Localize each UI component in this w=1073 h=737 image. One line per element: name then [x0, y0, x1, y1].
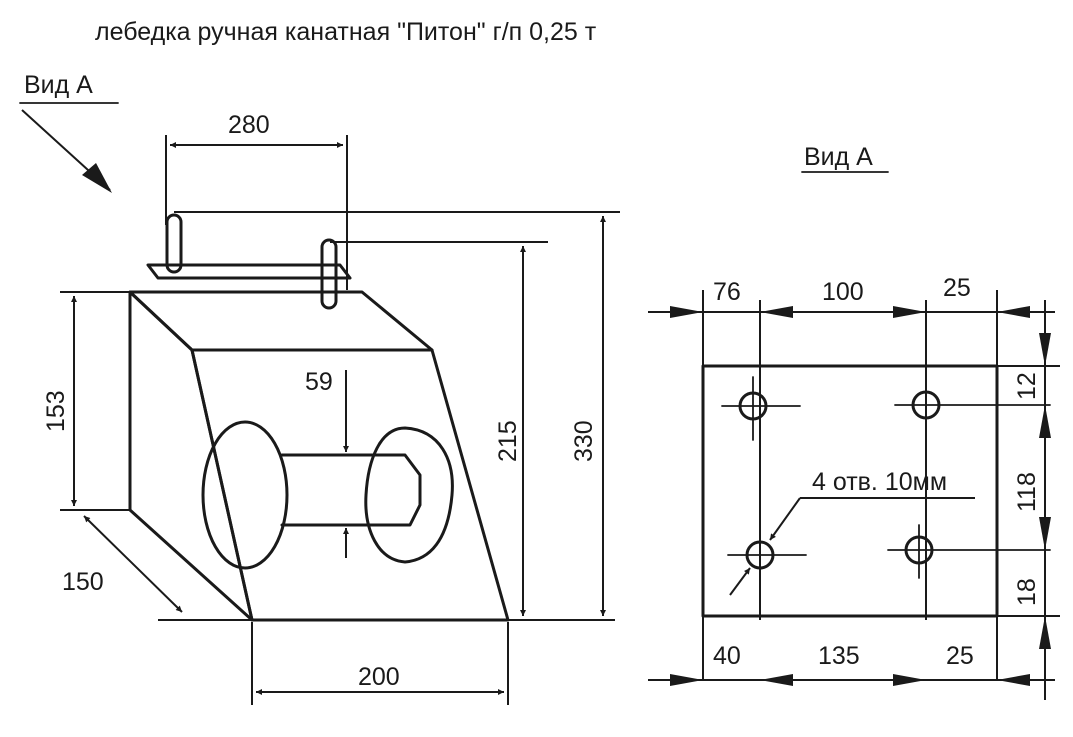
arrow-118-bottom	[1039, 517, 1051, 550]
arrow-76-left	[670, 306, 703, 318]
mounting-hole-3	[727, 519, 807, 591]
dim-label-153: 153	[42, 390, 70, 432]
dim-label-25-top: 25	[943, 274, 971, 302]
arrow-18-bottom	[1039, 616, 1051, 649]
handle-post-right	[320, 238, 338, 310]
dim-label-40: 40	[713, 642, 741, 670]
dim-label-118: 118	[1013, 472, 1041, 512]
holes-leader-arrow-2	[729, 567, 751, 596]
dim-label-215: 215	[494, 420, 522, 462]
handle-post-left	[165, 213, 183, 274]
box-side-face	[128, 290, 254, 622]
box-front-face	[190, 348, 510, 622]
dim-label-18: 18	[1013, 578, 1041, 606]
arrow-40-left	[670, 674, 703, 686]
arrow-25-bottom-right	[997, 674, 1030, 686]
drum-barrel	[280, 453, 422, 527]
dim-label-150: 150	[62, 568, 104, 596]
holes-note: 4 отв. 10мм	[812, 468, 947, 496]
dim-line-150	[83, 515, 183, 613]
dim-label-76: 76	[713, 278, 741, 306]
dim-label-330: 330	[570, 420, 598, 462]
handle-plate	[146, 263, 352, 280]
mounting-hole-4	[887, 524, 1051, 579]
dim-label-280: 280	[228, 111, 270, 139]
dim-label-59: 59	[305, 368, 333, 396]
drum-flange-left	[201, 420, 289, 570]
dim-label-200: 200	[358, 663, 400, 691]
arrow-135-left	[760, 674, 793, 686]
arrow-118-top	[1039, 405, 1051, 438]
dim-label-25-bottom: 25	[946, 642, 974, 670]
drum-flange-right	[364, 426, 454, 564]
view-a-arrow-head	[82, 163, 112, 193]
dim-label-135: 135	[818, 642, 860, 670]
dim-label-12: 12	[1013, 372, 1041, 400]
arrow-25-right	[997, 306, 1030, 318]
holes-leader-line	[769, 497, 801, 541]
view-a-label-right: Вид А	[804, 143, 873, 171]
arrow-76-right	[760, 306, 793, 318]
arrow-100-right	[893, 306, 926, 318]
box-top-face	[128, 290, 434, 352]
arrow-135-right	[893, 674, 926, 686]
view-a-label-left: Вид А	[24, 71, 93, 99]
drawing-title: лебедка ручная канатная "Питон" г/п 0,25…	[95, 18, 597, 46]
arrow-12-top	[1039, 333, 1051, 366]
dim-label-100: 100	[822, 278, 864, 306]
